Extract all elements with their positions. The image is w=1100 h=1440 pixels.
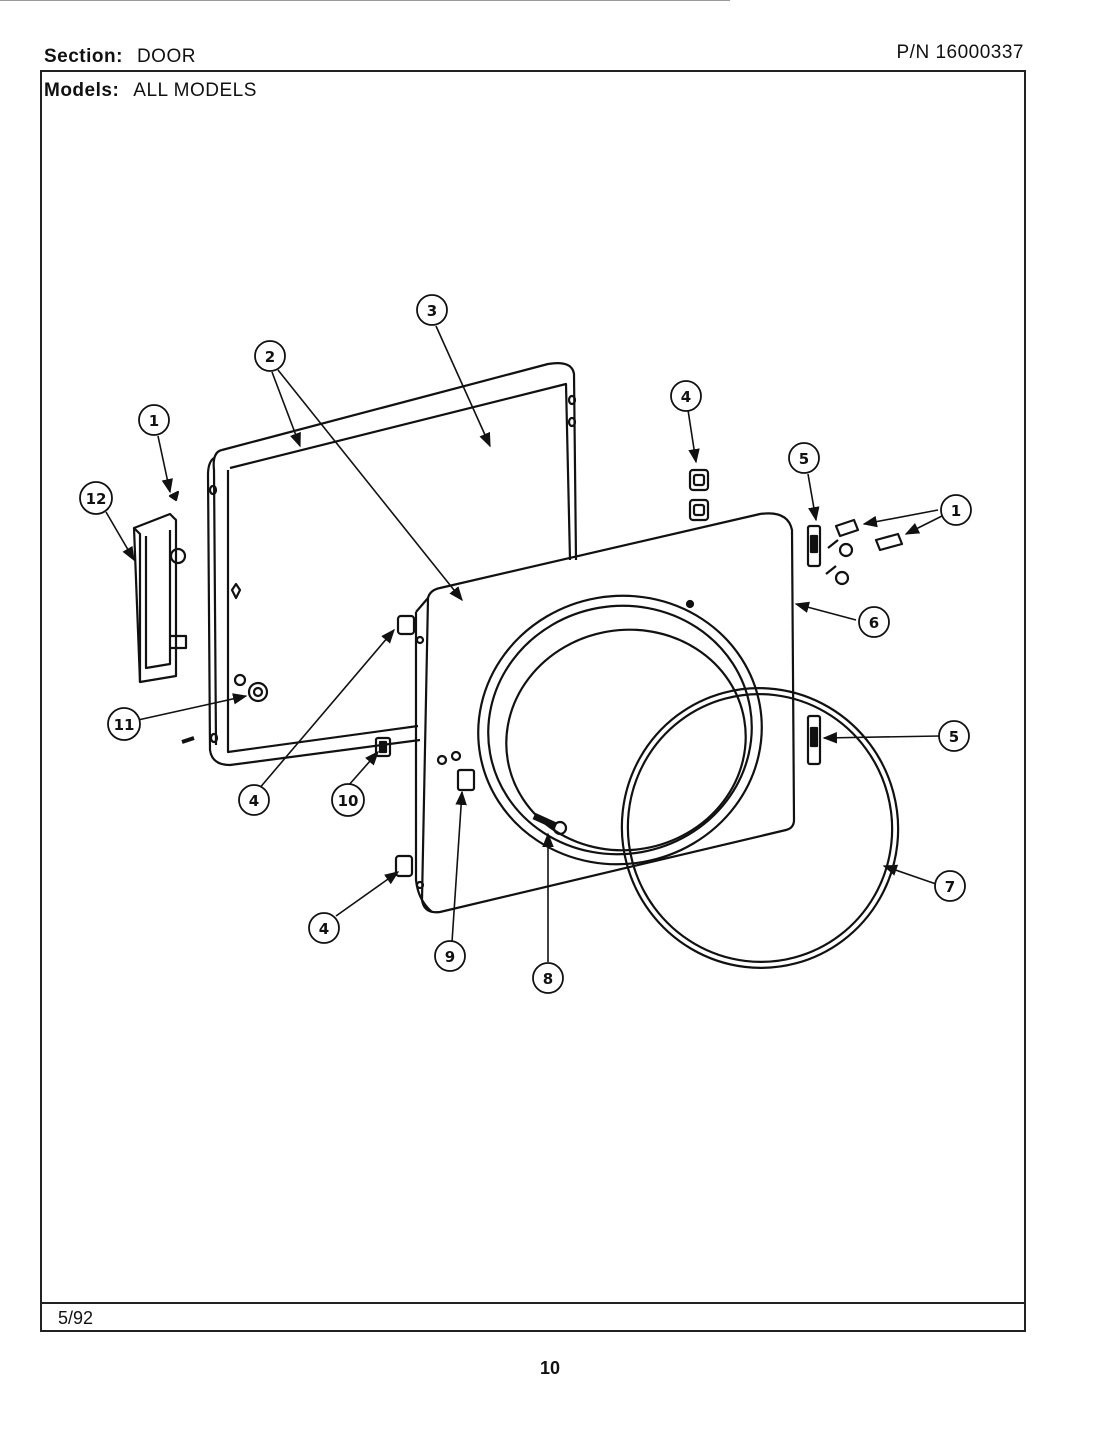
section-label: Section: bbox=[44, 46, 123, 67]
callout-2-label: 2 bbox=[265, 348, 275, 366]
callout-6: 6 bbox=[858, 606, 890, 638]
callout-7-label: 7 bbox=[945, 878, 955, 896]
footer-rule bbox=[40, 1302, 1026, 1304]
callout-8: 8 bbox=[532, 962, 564, 994]
diagram-frame bbox=[40, 70, 1026, 1332]
door-gasket bbox=[620, 687, 900, 969]
callout-5a-label: 5 bbox=[799, 450, 809, 468]
models-value: ALL MODELS bbox=[133, 80, 257, 101]
callout-11: 11 bbox=[107, 707, 141, 741]
inner-door-panel bbox=[206, 362, 578, 767]
page-number: 10 bbox=[539, 1358, 561, 1378]
callout-2: 2 bbox=[254, 340, 286, 372]
leader-arrows bbox=[105, 325, 943, 962]
callout-1a-label: 1 bbox=[149, 412, 159, 430]
callout-1b-label: 1 bbox=[951, 502, 961, 520]
callout-9-label: 9 bbox=[445, 948, 455, 966]
callout-1a: 1 bbox=[138, 404, 170, 436]
callout-4c: 4 bbox=[308, 912, 340, 944]
callout-3-label: 3 bbox=[427, 302, 437, 320]
door-handle bbox=[132, 512, 188, 684]
callout-10-label: 10 bbox=[338, 792, 359, 810]
models-title: Models: ALL MODELS bbox=[44, 80, 257, 102]
callout-11-label: 11 bbox=[114, 716, 135, 734]
callout-5b-label: 5 bbox=[949, 728, 959, 746]
top-rule bbox=[0, 0, 730, 1]
revision-date: 5/92 bbox=[58, 1308, 94, 1328]
callout-5a: 5 bbox=[788, 442, 820, 474]
callout-4a: 4 bbox=[670, 380, 702, 412]
door-glass bbox=[477, 594, 763, 866]
callout-10: 10 bbox=[331, 783, 365, 817]
callout-1b: 1 bbox=[940, 494, 972, 526]
callout-4b-label: 4 bbox=[249, 792, 259, 810]
hardware bbox=[168, 468, 904, 878]
callout-8-label: 8 bbox=[543, 970, 553, 988]
callout-3: 3 bbox=[416, 294, 448, 326]
outer-door-panel bbox=[414, 512, 796, 914]
callout-12-label: 12 bbox=[86, 490, 107, 508]
callout-6-label: 6 bbox=[869, 614, 879, 632]
section-value: DOOR bbox=[136, 46, 196, 67]
models-label: Models: bbox=[44, 80, 120, 101]
callout-4a-label: 4 bbox=[681, 388, 691, 406]
callout-5b: 5 bbox=[938, 720, 970, 752]
section-title: Section: DOOR bbox=[44, 46, 196, 68]
callout-7: 7 bbox=[934, 870, 966, 902]
part-number: P/N 16000337 bbox=[896, 42, 1024, 63]
callouts: 1 2 3 4 5 1 12 6 11 5 4 10 7 4 9 8 bbox=[79, 294, 972, 994]
callout-4c-label: 4 bbox=[319, 920, 329, 938]
callout-12: 12 bbox=[79, 481, 113, 515]
callout-4b: 4 bbox=[238, 784, 270, 816]
callout-9: 9 bbox=[434, 940, 466, 972]
